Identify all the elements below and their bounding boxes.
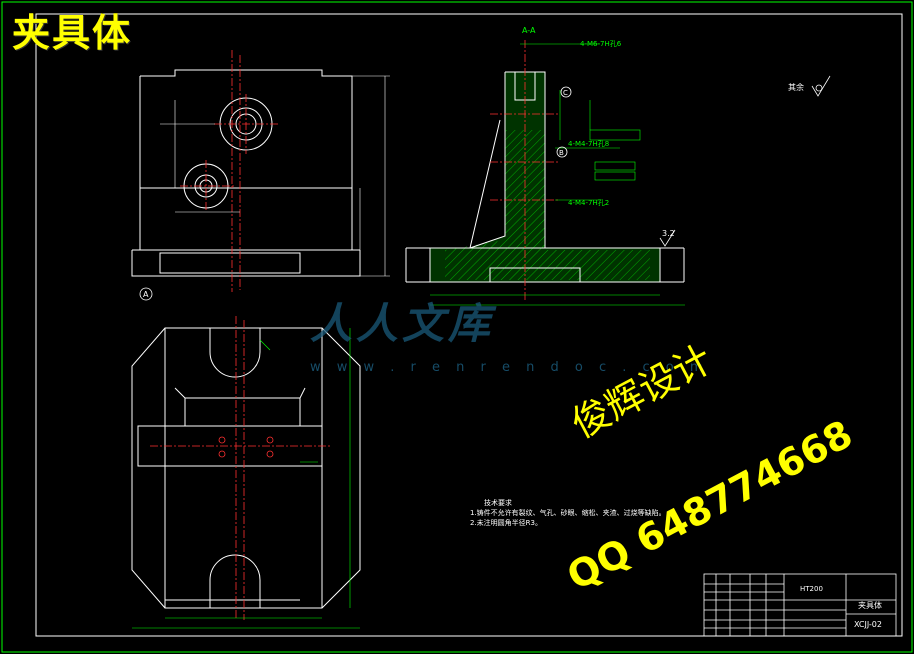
section-view — [405, 40, 685, 306]
callout-top-hole: 4-M6-7H孔6 — [580, 40, 622, 48]
inner-border — [35, 13, 903, 637]
front-view-dims — [160, 75, 390, 277]
watermark-url: w w w . r e n r e n d o c . c o m — [310, 360, 709, 375]
roughness-symbol-main — [659, 229, 676, 247]
callout-low-hole: 4-M4-7H孔2 — [568, 199, 609, 207]
roughness-main: 3.2 — [662, 229, 675, 238]
datum-circle-b — [556, 146, 568, 158]
roughness-symbol-other — [811, 75, 831, 97]
datum-c-label: C — [563, 89, 568, 97]
watermark-text: 人人文库 — [310, 299, 495, 348]
section-label: A-A — [522, 26, 536, 35]
top-view-holes — [218, 436, 274, 458]
callout-mid-hole: 4-M4-7H孔8 — [568, 140, 609, 148]
tech-notes-heading: 技术要求 — [484, 499, 512, 507]
tech-notes-line2: 2.未注明圆角半径R3。 — [470, 519, 542, 527]
datum-b-label: B — [559, 149, 564, 157]
top-view-centerlines — [150, 316, 330, 620]
title-block-part-name: 夹具体 — [858, 601, 882, 610]
drawing-title: 夹具体 — [12, 11, 133, 55]
title-block — [703, 573, 897, 637]
datum-circle-a — [139, 287, 153, 301]
datum-circle-c — [560, 86, 572, 98]
roughness-other-label: 其余 — [788, 82, 804, 92]
title-block-material: HT200 — [800, 585, 823, 593]
title-block-drawing-no: XCJJ-02 — [854, 620, 882, 629]
tech-notes-line1: 1.铸件不允许有裂纹、气孔、砂眼、缩松、夹渣、过烧等缺陷。 — [470, 509, 666, 517]
top-view-dims — [132, 328, 360, 629]
front-view-centerlines — [180, 50, 280, 292]
datum-a-label: A — [143, 290, 149, 299]
